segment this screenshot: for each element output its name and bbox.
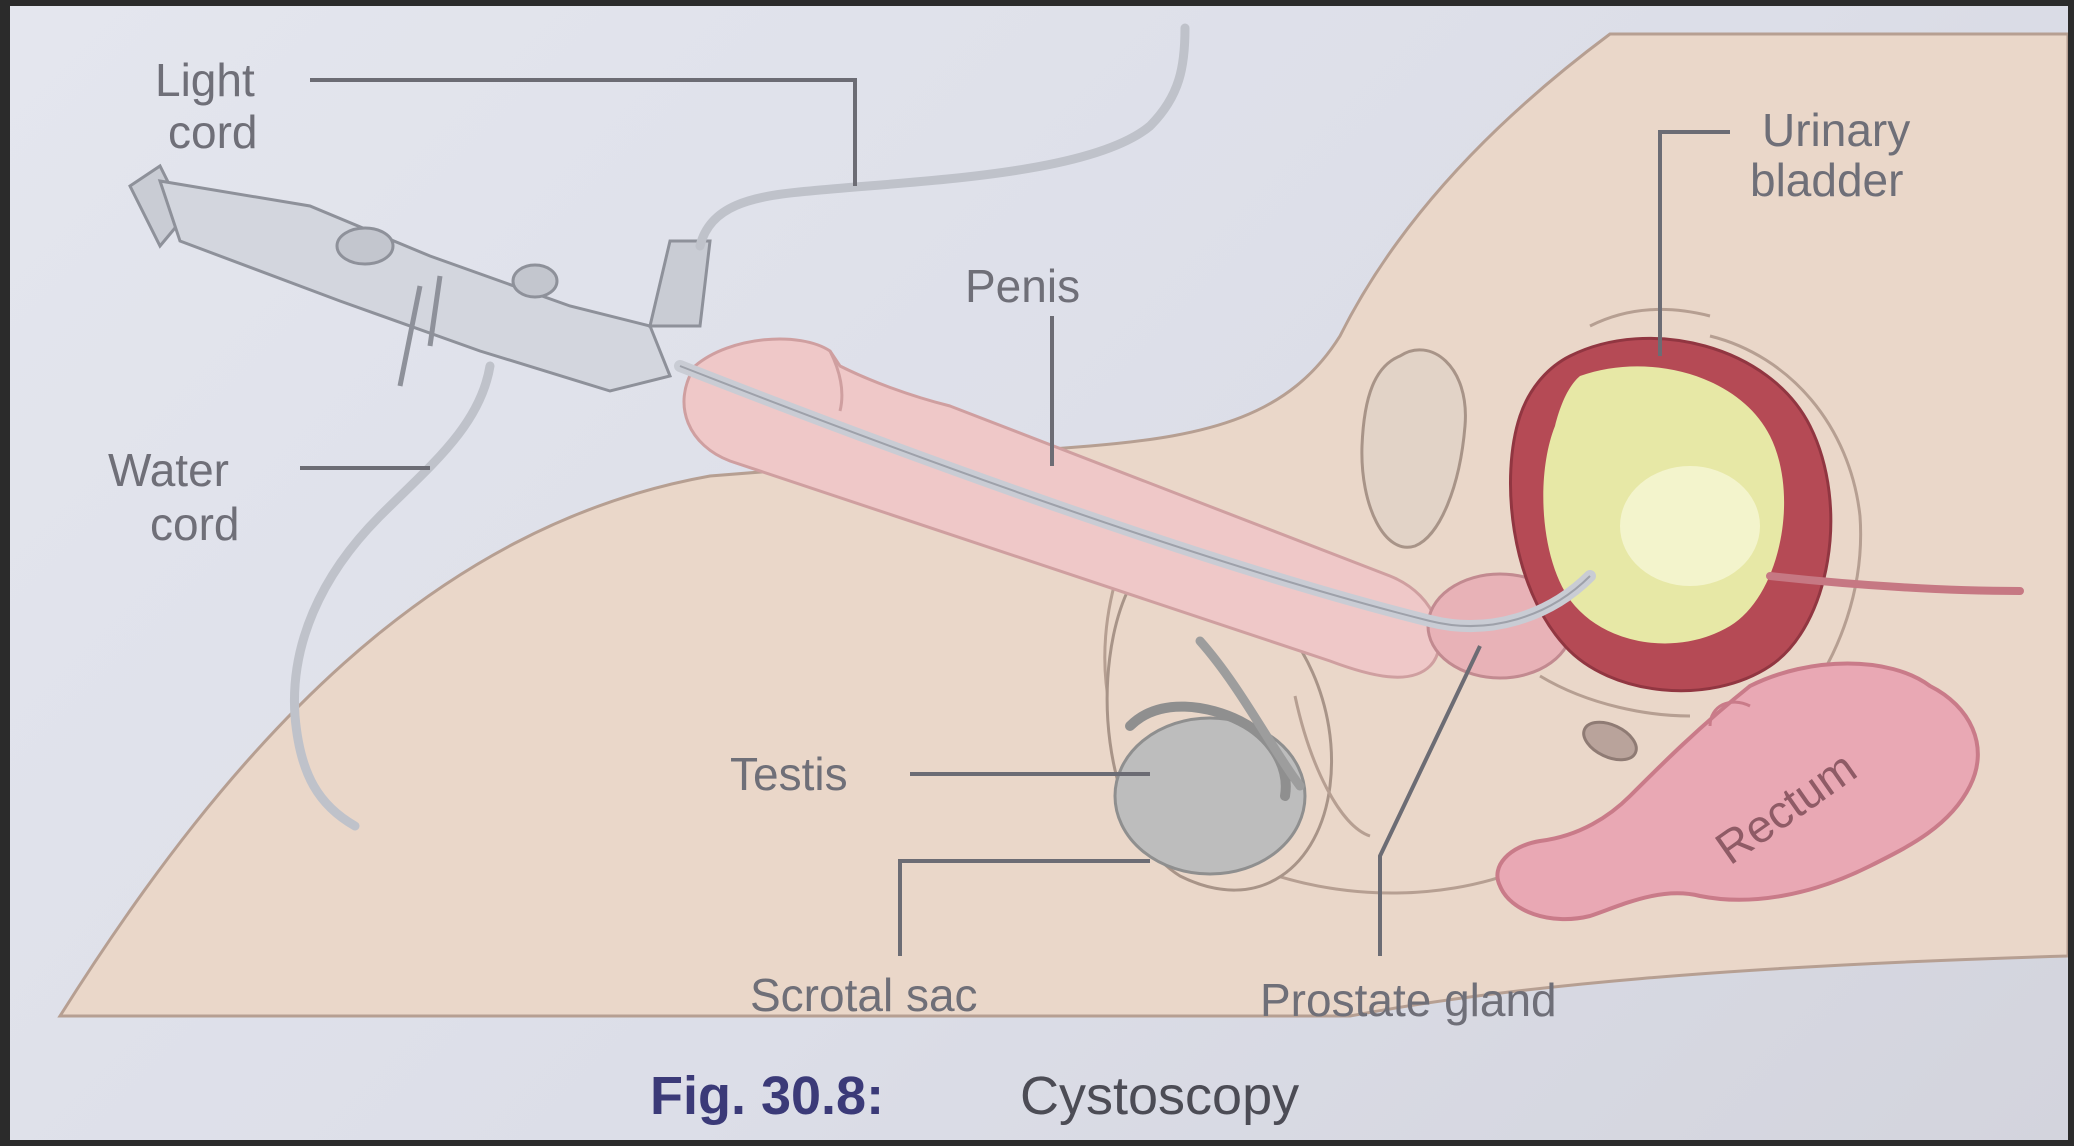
scope-knob-2 xyxy=(513,265,557,297)
label-prostate-gland: Prostate gland xyxy=(1260,974,1557,1026)
label-urinary-bladder-line2: bladder xyxy=(1750,154,1903,206)
bladder-glow xyxy=(1620,466,1760,586)
testis-shape xyxy=(1115,718,1305,874)
caption-title: Cystoscopy xyxy=(1020,1066,1299,1126)
leader-light-cord xyxy=(310,80,855,186)
cystoscopy-diagram: Light cord Water cord Penis Urinary blad… xyxy=(10,6,2068,1140)
label-scrotal-sac: Scrotal sac xyxy=(750,969,978,1021)
label-light-cord-line1: Light xyxy=(155,54,255,106)
label-water-cord-line2: cord xyxy=(150,498,239,550)
label-urinary-bladder-line1: Urinary xyxy=(1762,104,1910,156)
label-penis: Penis xyxy=(965,260,1080,312)
light-cord xyxy=(700,28,1185,246)
caption-number: Fig. 30.8: xyxy=(650,1066,884,1126)
label-testis: Testis xyxy=(730,748,848,800)
label-water-cord-line1: Water xyxy=(108,444,229,496)
label-light-cord-line2: cord xyxy=(168,106,257,158)
scope-body xyxy=(160,181,670,391)
figure-sheet: Light cord Water cord Penis Urinary blad… xyxy=(10,6,2068,1140)
scope-knob-1 xyxy=(337,228,393,264)
light-connector xyxy=(650,241,710,326)
